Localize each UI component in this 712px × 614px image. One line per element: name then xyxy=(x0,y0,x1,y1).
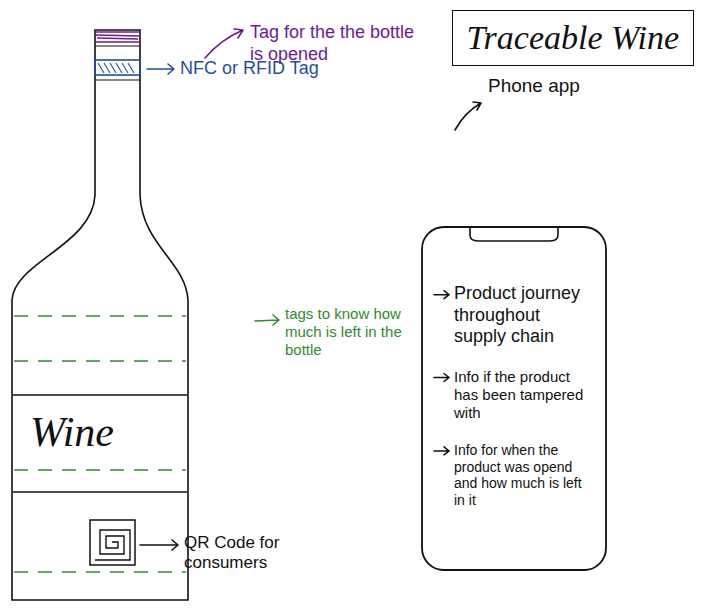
callout-label: NFC or RFID Tag xyxy=(180,58,380,80)
bottle-label-text: Wine xyxy=(30,408,180,456)
feature-text: Info for when the product was opend and … xyxy=(454,442,594,509)
phone-app: Phone appProduct journey throughout supp… xyxy=(420,225,608,572)
title-box: Traceable Wine xyxy=(452,10,694,66)
feature-text: Info if the product has been tampered wi… xyxy=(454,368,594,422)
callout-label: tags to know how much is left in the bot… xyxy=(285,305,413,359)
phone-heading: Phone app xyxy=(488,75,598,97)
callout-label: QR Code for consumers xyxy=(184,533,324,574)
wine-bottle: Wine xyxy=(8,25,193,608)
feature-text: Product journey throughout supply chain xyxy=(454,283,594,348)
bottle-outline xyxy=(8,25,193,608)
